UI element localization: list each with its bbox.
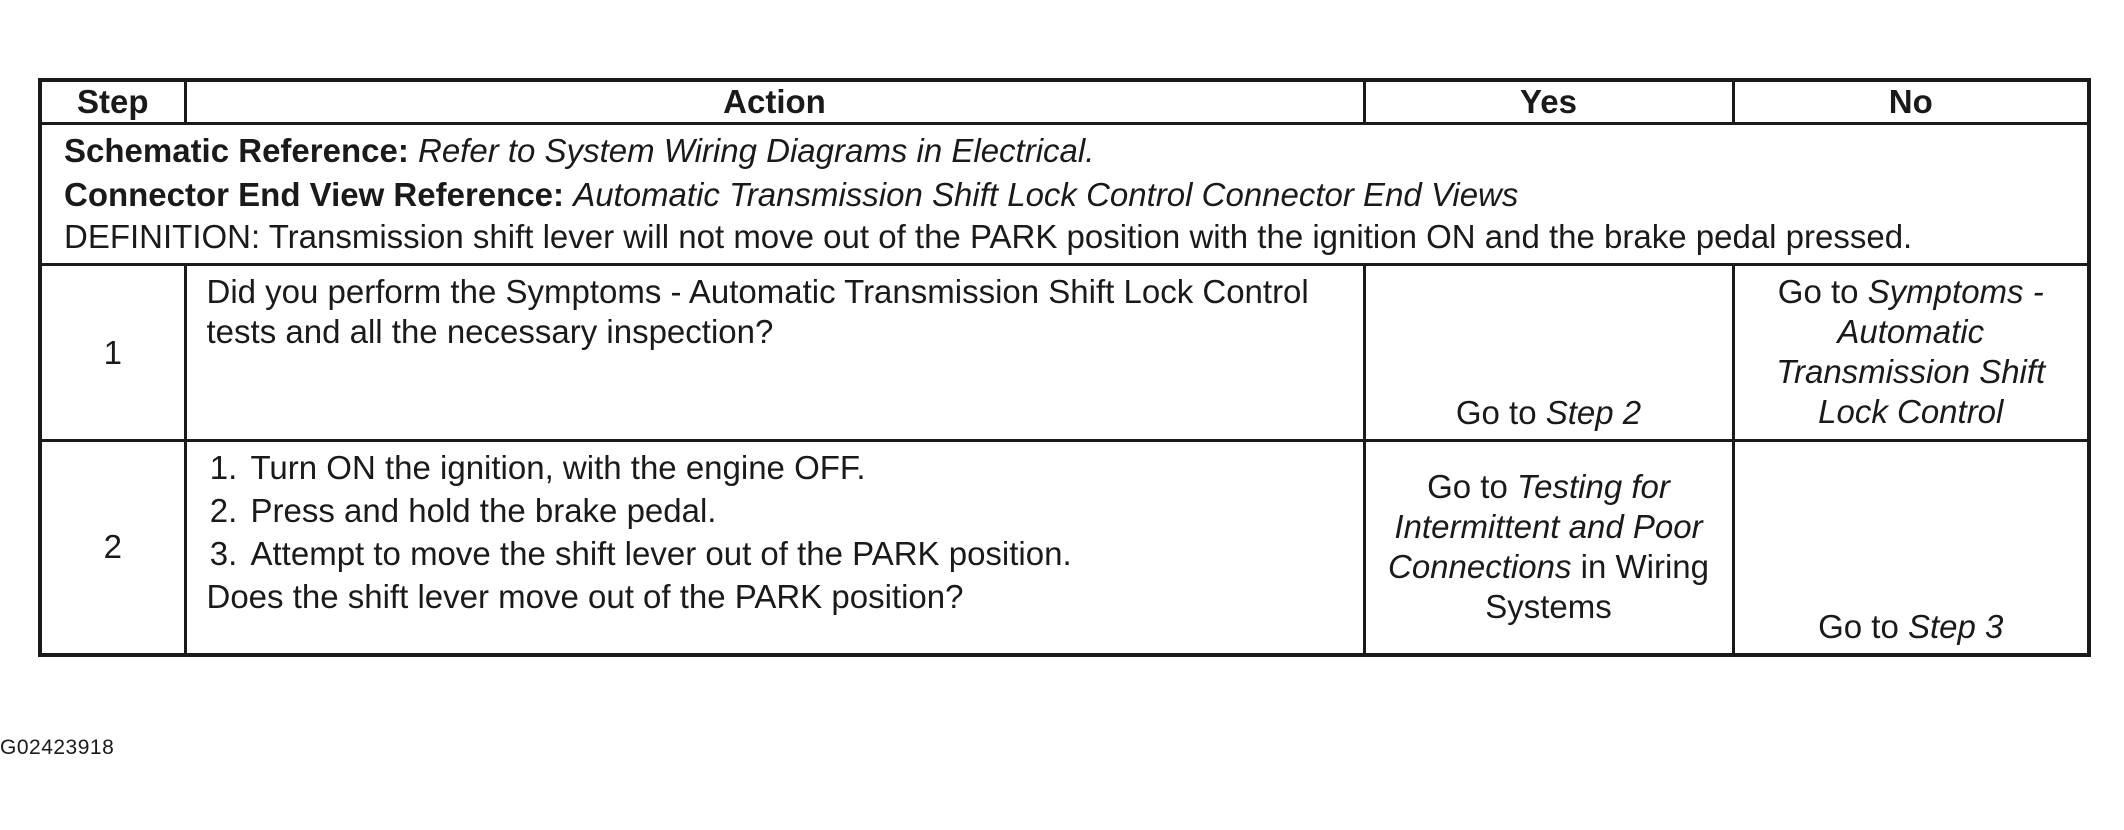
list-item: Attempt to move the shift lever out of t… [247, 534, 1347, 574]
yes-prefix: Go to [1427, 468, 1508, 506]
schematic-reference-text: Refer to System Wiring Diagrams in Elect… [418, 132, 1095, 169]
yes-cell: Go to Step 2 [1362, 263, 1735, 442]
connector-reference-label: Connector End View Reference: [64, 176, 565, 213]
action-question: Does the shift lever move out of the PAR… [206, 578, 964, 615]
connector-reference-text: Automatic Transmission Shift Lock Contro… [573, 176, 1519, 213]
diagnostic-table: Step Action Yes No Schematic Reference: … [38, 78, 2091, 657]
header-step: Step [38, 78, 187, 125]
yes-link[interactable]: Step 2 [1545, 394, 1642, 431]
yes-suffix: in Wiring Systems [1485, 548, 1709, 626]
list-item: Turn ON the ignition, with the engine OF… [247, 448, 1347, 488]
yes-prefix: Go to [1455, 394, 1537, 431]
action-cell: Did you perform the Symptoms - Automatic… [183, 263, 1366, 442]
schematic-reference: Schematic Reference: Refer to System Wir… [64, 131, 2069, 171]
header-action: Action [183, 78, 1366, 125]
step-number: 2 [38, 439, 187, 656]
action-question: Did you perform the Symptoms - Automatic… [206, 273, 1309, 350]
schematic-reference-label: Schematic Reference: [64, 132, 409, 169]
no-cell: Go to Symptoms - Automatic Transmission … [1731, 263, 2091, 442]
table-row: 2 Turn ON the ignition, with the engine … [38, 439, 2091, 656]
action-cell: Turn ON the ignition, with the engine OF… [183, 439, 1366, 656]
definition-text: DEFINITION: Transmission shift lever wil… [64, 218, 1913, 255]
header-no: No [1731, 78, 2091, 125]
header-row: Step Action Yes No [38, 78, 2091, 125]
no-prefix: Go to [1777, 273, 1859, 310]
no-cell: Go to Step 3 [1731, 439, 2091, 656]
no-link[interactable]: Step 3 [1907, 607, 2004, 645]
connector-reference: Connector End View Reference: Automatic … [64, 175, 2069, 215]
list-item: Press and hold the brake pedal. [247, 491, 1347, 531]
no-prefix: Go to [1818, 607, 1899, 645]
step-number: 1 [38, 263, 187, 442]
yes-link[interactable]: Testing for Intermittent and Poor Connec… [1388, 468, 1703, 586]
no-link[interactable]: Symptoms - Automatic Transmission Shift … [1776, 273, 2046, 430]
reference-row: Schematic Reference: Refer to System Wir… [38, 122, 2091, 266]
action-steps-list: Turn ON the ignition, with the engine OF… [207, 448, 1347, 574]
reference-cell: Schematic Reference: Refer to System Wir… [38, 122, 2091, 266]
figure-id: G02423918 [0, 736, 115, 759]
yes-cell: Go to Testing for Intermittent and Poor … [1362, 439, 1735, 656]
header-yes: Yes [1362, 78, 1735, 125]
table-row: 1 Did you perform the Symptoms - Automat… [38, 263, 2091, 442]
